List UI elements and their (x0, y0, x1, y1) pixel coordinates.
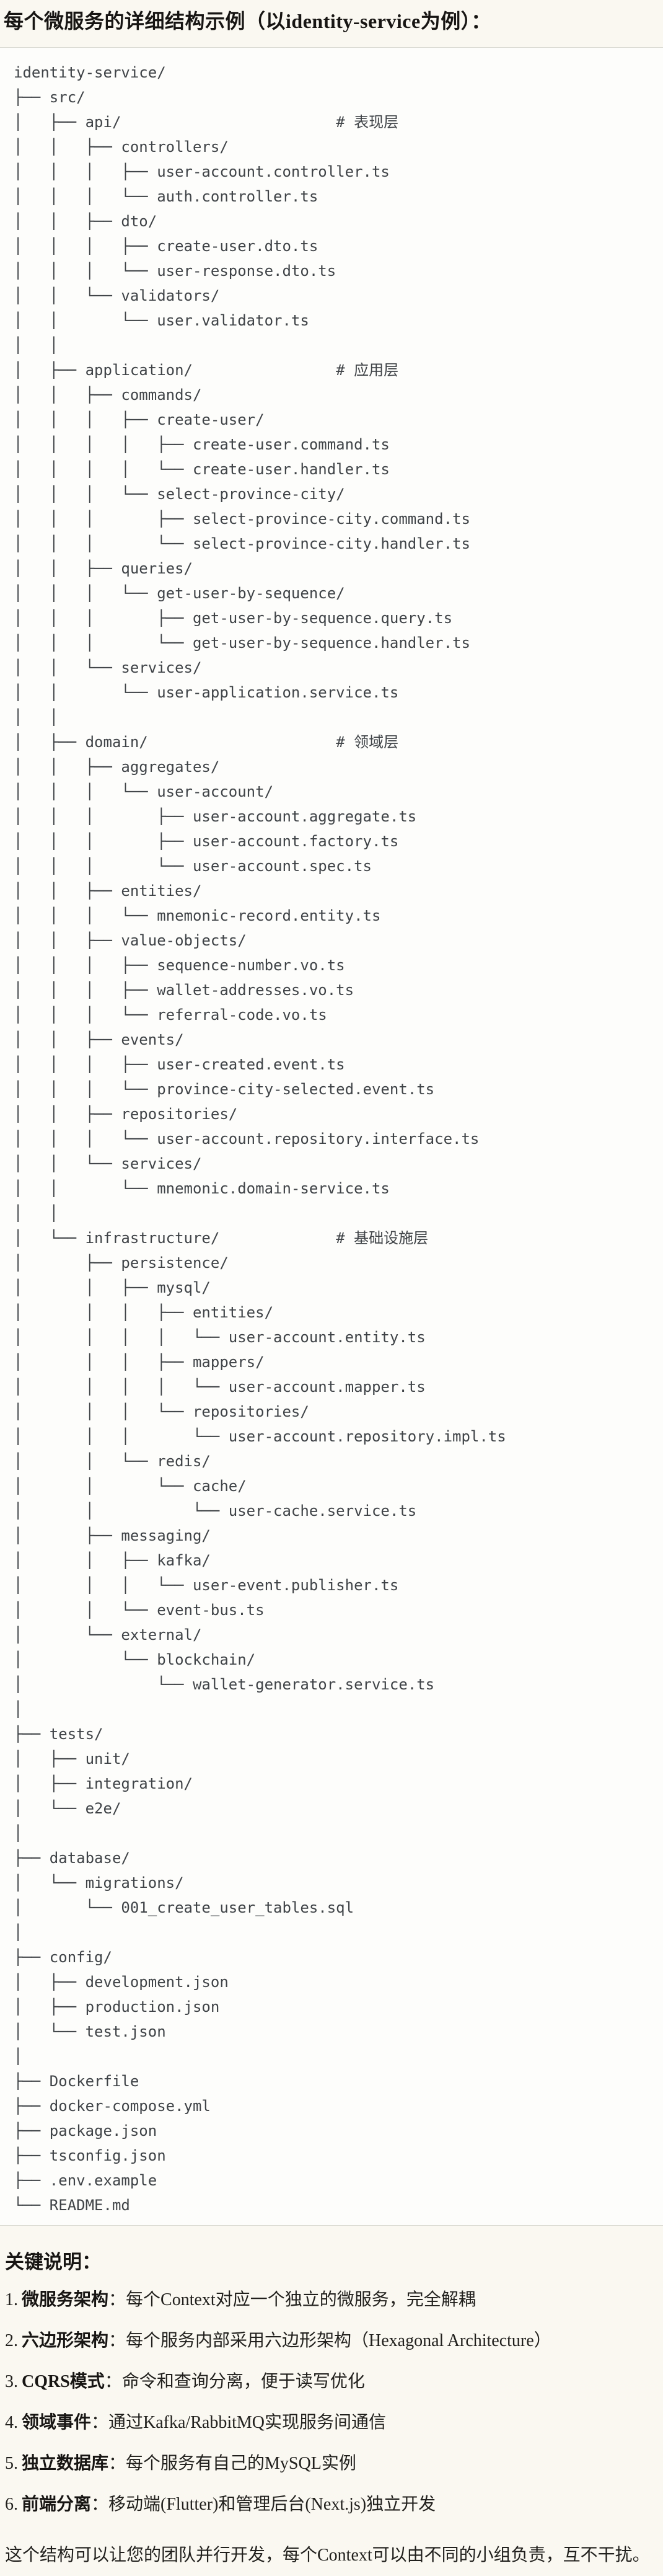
footer-note: 这个结构可以让您的团队并行开发，每个Context可以由不同的小组负责，互不干扰… (5, 2546, 650, 2565)
notes-section: 关键说明： 1.微服务架构：每个Context对应一个独立的微服务，完全解耦 2… (0, 2248, 663, 2567)
note-label: 前端分离 (22, 2495, 92, 2514)
note-label: 独立数据库 (22, 2454, 109, 2473)
note-colon: ： (108, 2290, 126, 2309)
note-text: 通过Kafka/RabbitMQ实现服务间通信 (108, 2413, 386, 2432)
note-label: CQRS模式 (22, 2372, 105, 2391)
note-text: 每个Context对应一个独立的微服务，完全解耦 (126, 2290, 476, 2309)
note-number: 2. (5, 2331, 18, 2350)
note-text: 移动端(Flutter)和管理后台(Next.js)独立开发 (108, 2495, 436, 2514)
note-label: 六边形架构 (22, 2331, 109, 2350)
note-text: 每个服务有自己的MySQL实例 (126, 2454, 356, 2473)
note-colon: ： (91, 2495, 109, 2514)
note-number: 1. (5, 2290, 18, 2309)
note-text: 每个服务内部采用六边形架构（Hexagonal Architecture） (126, 2331, 551, 2350)
document-page: 每个微服务的详细结构示例（以identity-service为例）： ident… (0, 7, 663, 2576)
notes-heading: 关键说明： (5, 2251, 101, 2273)
directory-tree: identity-service/ ├── src/ │ ├── api/ # … (14, 64, 506, 2214)
note-number: 4. (5, 2413, 18, 2432)
note-item-2: 2.六边形架构：每个服务内部采用六边形架构（Hexagonal Architec… (5, 2330, 657, 2352)
page-title: 每个微服务的详细结构示例（以identity-service为例）： (4, 10, 491, 32)
note-item-5: 5.独立数据库：每个服务有自己的MySQL实例 (5, 2453, 657, 2475)
note-number: 5. (5, 2454, 18, 2473)
note-number: 3. (5, 2372, 18, 2391)
note-text: 命令和查询分离，便于读写优化 (121, 2372, 365, 2391)
note-item-4: 4.领域事件：通过Kafka/RabbitMQ实现服务间通信 (5, 2412, 657, 2434)
note-colon: ： (108, 2331, 126, 2350)
note-item-1: 1.微服务架构：每个Context对应一个独立的微服务，完全解耦 (5, 2289, 657, 2311)
note-colon: ： (104, 2372, 122, 2391)
note-colon: ： (108, 2454, 126, 2473)
note-colon: ： (91, 2413, 109, 2432)
code-block: identity-service/ ├── src/ │ ├── api/ # … (0, 47, 663, 2226)
note-item-3: 3.CQRS模式：命令和查询分离，便于读写优化 (5, 2371, 657, 2393)
note-item-6: 6.前端分离：移动端(Flutter)和管理后台(Next.js)独立开发 (5, 2494, 657, 2516)
note-label: 微服务架构 (22, 2290, 109, 2309)
note-label: 领域事件 (22, 2413, 92, 2432)
note-number: 6. (5, 2495, 18, 2514)
